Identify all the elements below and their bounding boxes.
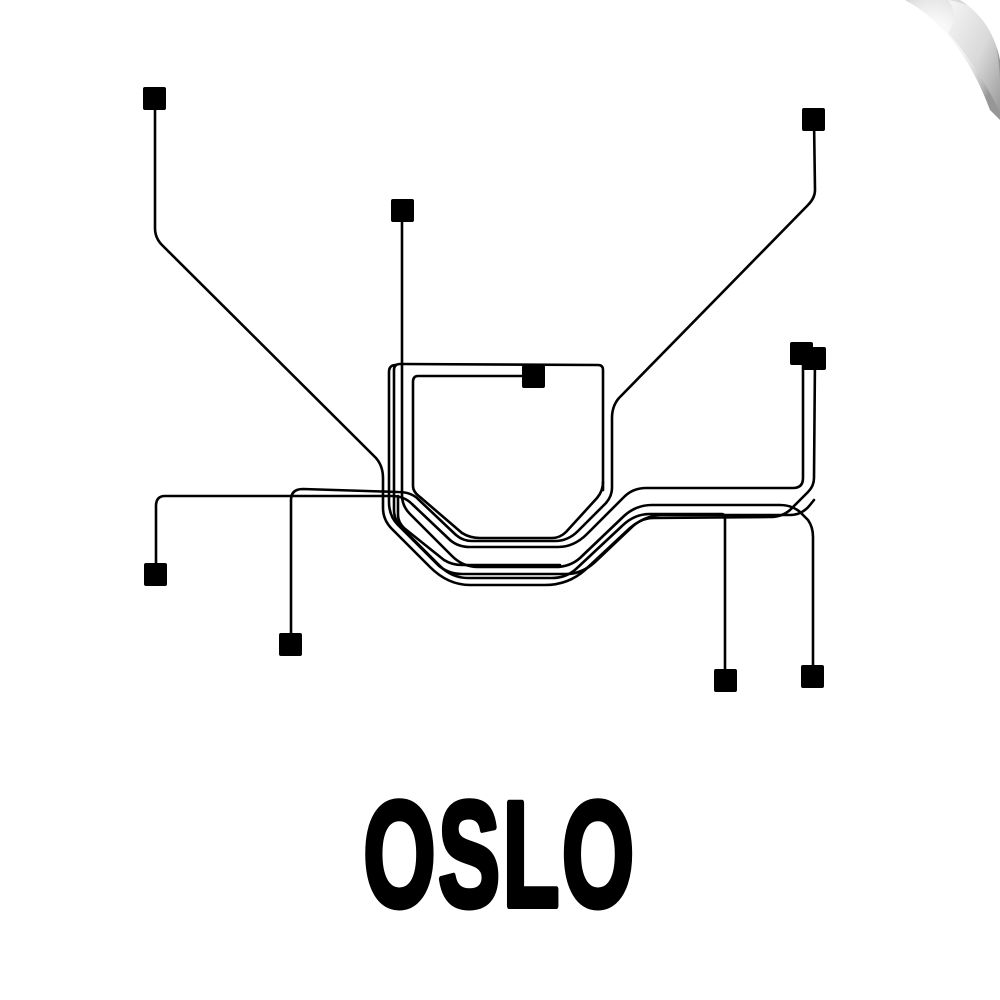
stations: [143, 87, 826, 692]
line-loop-outer: [392, 362, 727, 683]
station-south-b[interactable]: [801, 665, 824, 688]
station-east-b[interactable]: [803, 347, 826, 370]
metro-lines: [153, 97, 817, 683]
line-northeast: [289, 118, 817, 647]
station-center-loop[interactable]: [522, 365, 545, 388]
page-curl-icon: [905, 0, 1000, 120]
line-north-center: [400, 208, 815, 679]
station-southwest[interactable]: [279, 633, 302, 656]
station-northwest[interactable]: [143, 87, 166, 110]
poster-title: OSLO: [363, 771, 636, 938]
line-bend-outer: [396, 494, 562, 567]
line-east-a: [154, 352, 805, 577]
line-loop-inner: [411, 374, 605, 540]
station-north-center[interactable]: [391, 199, 414, 222]
line-east-b: [387, 356, 817, 576]
station-south-a[interactable]: [714, 669, 737, 692]
station-northeast[interactable]: [802, 108, 825, 131]
station-west[interactable]: [144, 563, 167, 586]
